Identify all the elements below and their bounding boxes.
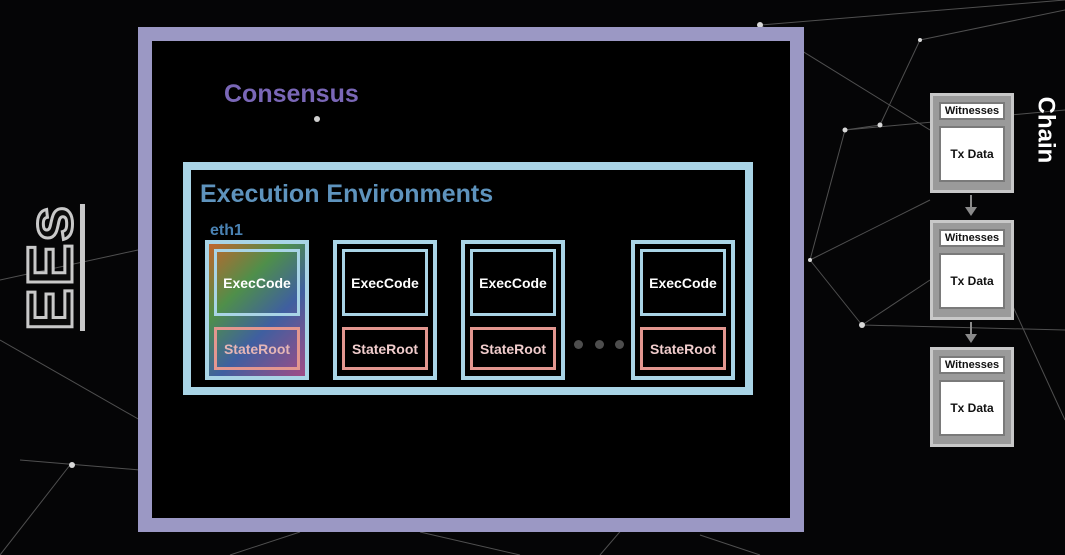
exec-code-box: ExecCode <box>342 249 428 316</box>
consensus-label: Consensus <box>224 80 359 108</box>
ee-card-eth1: ExecCode StateRoot <box>205 240 309 380</box>
ee-card: ExecCode StateRoot <box>631 240 735 380</box>
chain-block: Witnesses Tx Data <box>930 220 1014 320</box>
execution-environments-label: Execution Environments <box>200 180 494 208</box>
chain-arrow-icon <box>965 195 977 216</box>
ee-card: ExecCode StateRoot <box>461 240 565 380</box>
witnesses-box: Witnesses <box>939 229 1005 247</box>
ees-side-title: EEs <box>2 202 102 332</box>
state-root-box: StateRoot <box>214 327 300 370</box>
state-root-box: StateRoot <box>470 327 556 370</box>
ee-card: ExecCode StateRoot <box>333 240 437 380</box>
exec-code-box: ExecCode <box>470 249 556 316</box>
more-ees-ellipsis <box>574 332 624 356</box>
ellipsis-dot <box>574 339 583 349</box>
chain-label-text: Chain <box>1032 96 1060 164</box>
exec-code-box: ExecCode <box>640 249 726 316</box>
tx-data-box: Tx Data <box>939 126 1005 182</box>
chain-label: Chain <box>1020 90 1065 170</box>
ellipsis-dot <box>594 339 604 349</box>
tx-data-box: Tx Data <box>939 380 1005 436</box>
consensus-dot <box>314 116 320 122</box>
chain-block: Witnesses Tx Data <box>930 93 1014 193</box>
ees-title-text: EEs <box>12 202 87 332</box>
state-root-box: StateRoot <box>640 327 726 370</box>
chain-block: Witnesses Tx Data <box>930 347 1014 447</box>
witnesses-box: Witnesses <box>939 102 1005 120</box>
chain-arrow-icon <box>965 322 977 343</box>
state-root-box: StateRoot <box>342 327 428 370</box>
eth1-label: eth1 <box>210 222 243 239</box>
witnesses-box: Witnesses <box>939 356 1005 374</box>
ellipsis-dot <box>615 339 624 349</box>
exec-code-box: ExecCode <box>214 249 300 316</box>
tx-data-box: Tx Data <box>939 253 1005 309</box>
